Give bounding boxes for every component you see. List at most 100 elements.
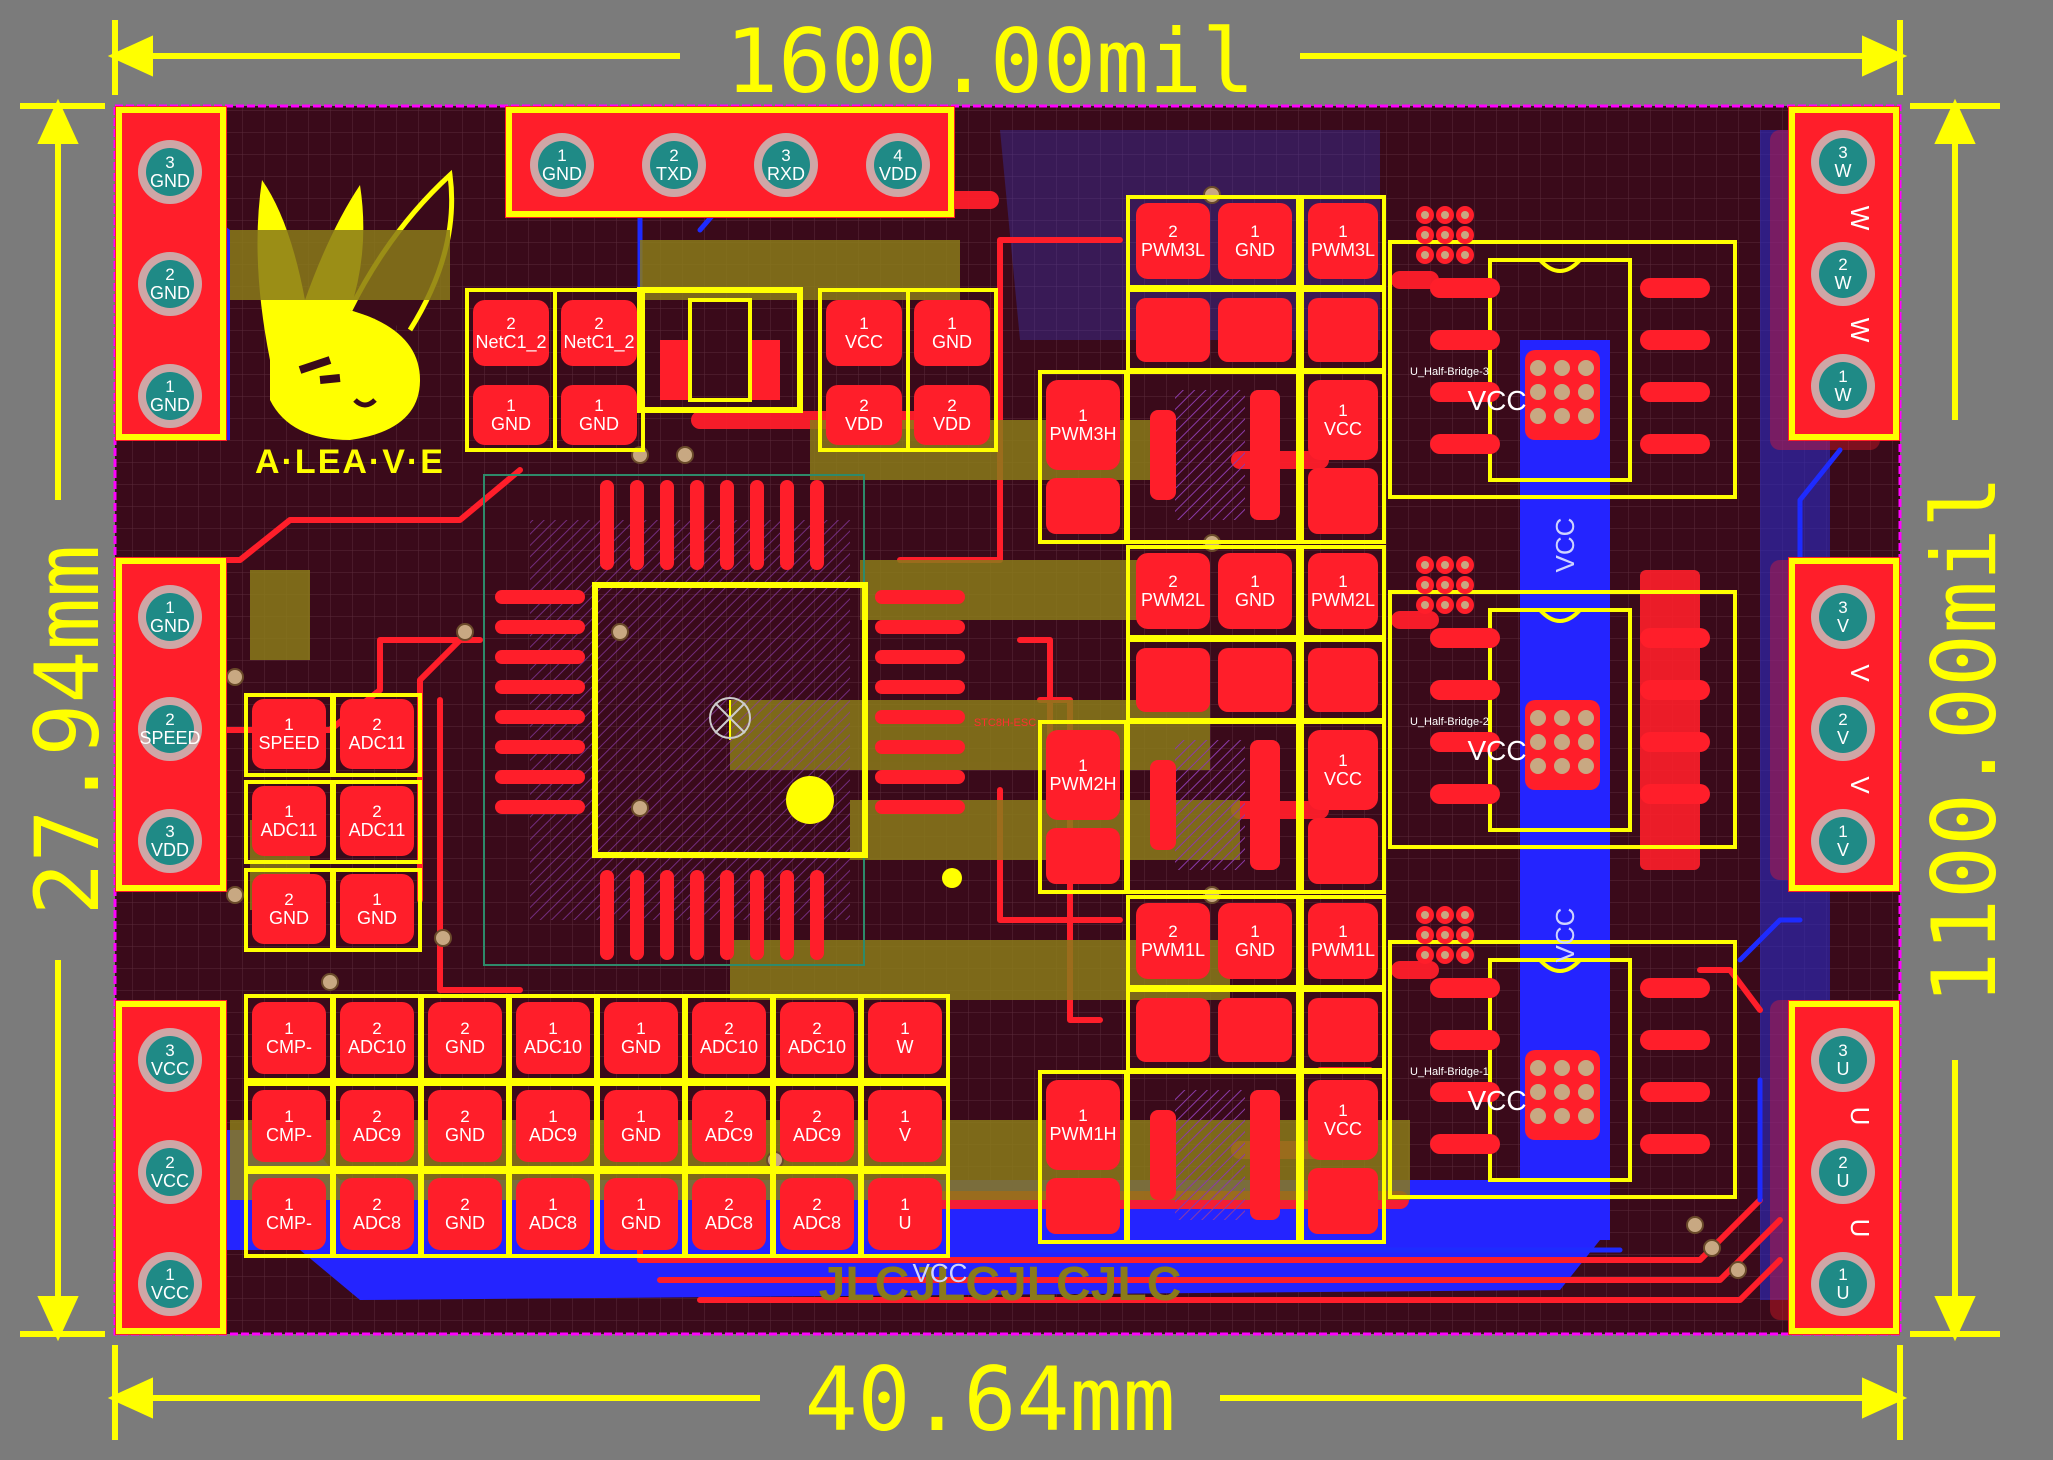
bridge-designator: U_Half-Bridge-3 <box>1410 366 1489 378</box>
passive-pad <box>1308 648 1378 712</box>
stitch-via-hole <box>1421 931 1429 939</box>
pad-copper <box>1136 903 1210 979</box>
pin-net: U <box>1837 1283 1850 1303</box>
pad-copper <box>252 1002 326 1074</box>
pin-hole <box>650 141 698 189</box>
pad-number: 1 <box>900 1019 909 1038</box>
component-outline <box>1126 895 1300 989</box>
component-outline <box>1126 720 1300 894</box>
passive-pad <box>1308 1168 1378 1234</box>
stitch-via-hole <box>1421 561 1429 569</box>
stitch-via-hole <box>1421 211 1429 219</box>
component-outline <box>1388 590 1737 849</box>
pin-number: 3 <box>781 146 790 165</box>
pin-number: 3 <box>165 822 174 841</box>
dimension-bottom-label: 40.64mm <box>805 1348 1176 1451</box>
pad-number: 2 <box>724 1195 733 1214</box>
pad-copper <box>1046 1080 1120 1170</box>
thermal-via <box>1554 710 1570 726</box>
pad-net: GND <box>932 332 972 352</box>
pad-copper <box>428 1178 502 1250</box>
smd-pad[interactable]: 1V <box>868 1090 942 1162</box>
pad-net: PWM3L <box>1141 240 1205 260</box>
mosfet-lead <box>1640 330 1710 350</box>
pin-hole <box>1819 1260 1867 1308</box>
smd-pad[interactable]: 1W <box>868 1002 942 1074</box>
mcu-designator: STC8H-ESC <box>974 717 1036 729</box>
stitch-via-hole <box>1441 231 1449 239</box>
pin-number: 1 <box>165 377 174 396</box>
mosfet-lead <box>1640 978 1710 998</box>
thermal-via <box>1554 360 1570 376</box>
component-outline <box>860 1170 950 1258</box>
pin-hole <box>1819 593 1867 641</box>
pin-net: W <box>1835 385 1852 405</box>
sot-pad <box>1150 410 1176 500</box>
pin-net: GND <box>150 395 190 415</box>
smd-pad[interactable]: 1U <box>868 1178 942 1250</box>
pin-number: 2 <box>165 1153 174 1172</box>
stitch-via-hole <box>1461 601 1469 609</box>
pad-copper <box>1308 380 1378 460</box>
component-outline <box>1300 545 1386 639</box>
mosfet-lead <box>1430 382 1500 402</box>
